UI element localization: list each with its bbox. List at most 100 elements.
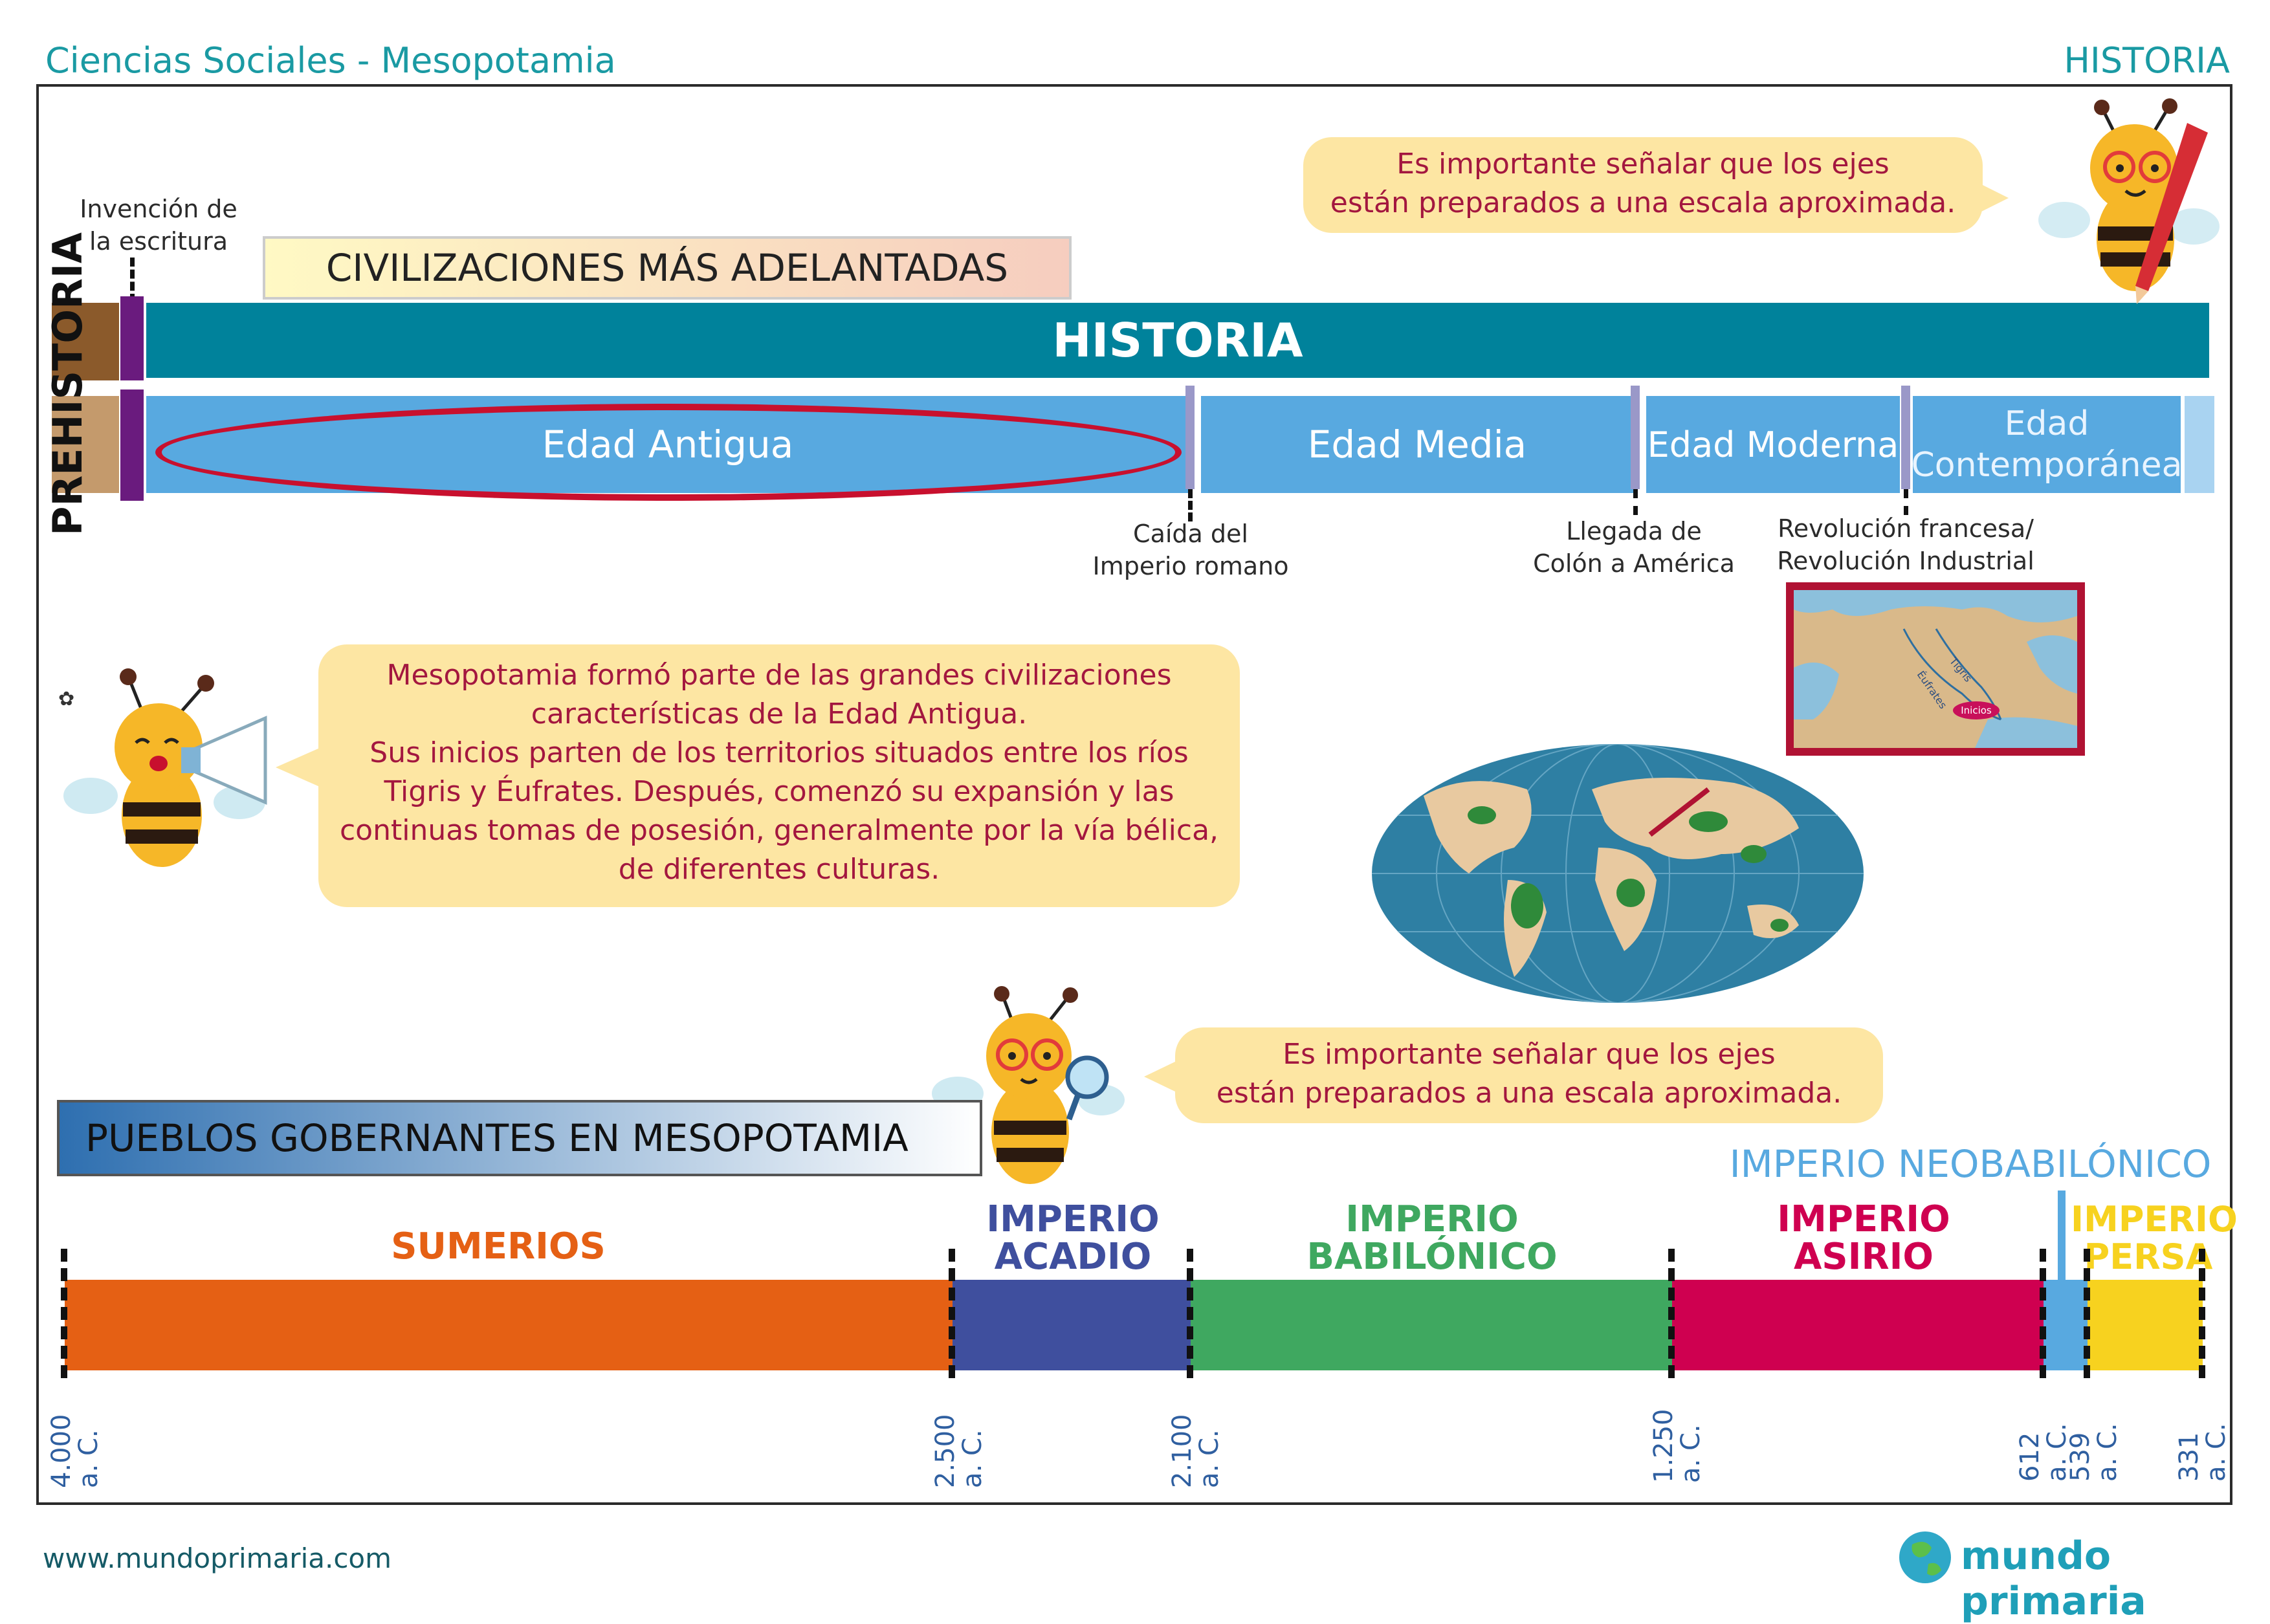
- bee-magnifier-icon: [932, 986, 1125, 1184]
- footer-website[interactable]: www.mundoprimaria.com: [43, 1542, 392, 1574]
- bottom-note-bubble: Es importante señalar que los ejes están…: [1144, 1027, 1883, 1123]
- event-llegada-colon: Llegada de Colón a América: [1501, 515, 1767, 580]
- date-331-value: 331: [2174, 1432, 2204, 1482]
- event-3-line2: Revolución Industrial: [1777, 547, 2034, 575]
- top-note-bubble: Es importante señalar que los ejes están…: [1303, 137, 2009, 233]
- tick-2500: [949, 1249, 955, 1378]
- peoples-section-title: PUEBLOS GOBERNANTES EN MESOPOTAMIA: [57, 1100, 982, 1176]
- info-line-6: de diferentes culturas.: [618, 853, 940, 886]
- bee-pencil-icon: [2038, 98, 2220, 304]
- mesopotamia-info-bubble: Mesopotamia formó parte de las grandes c…: [276, 644, 1240, 907]
- invention-label: Invención de la escritura: [68, 193, 249, 258]
- event-marker-1: [1188, 489, 1193, 521]
- date-2500-value: 2.500: [931, 1414, 960, 1488]
- info-line-1: Mesopotamia formó parte de las grandes c…: [386, 659, 1172, 692]
- tick-539: [2084, 1249, 2090, 1378]
- info-line-3: Sus inicios parten de los territorios si…: [369, 736, 1189, 769]
- info-line-5: continuas tomas de posesión, generalment…: [339, 814, 1219, 847]
- date-4000-suffix: a. C.: [74, 1429, 104, 1488]
- event-2-line1: Llegada de: [1566, 517, 1702, 545]
- inset-map-graphic: Tigris Éufrates Inicios: [1794, 590, 2077, 748]
- historia-bar: HISTORIA: [146, 303, 2209, 378]
- bottom-note-line2: están preparados a una escala aproximada…: [1216, 1077, 1842, 1110]
- bottom-note-tail: [1144, 1061, 1176, 1092]
- era-contemporanea-line1: Edad: [2004, 404, 2089, 443]
- footer-brand: mundo primaria: [1961, 1533, 2146, 1624]
- band-persa: [2088, 1280, 2203, 1370]
- prehistoria-label: PREHISTORIA: [44, 232, 91, 536]
- group-title-persa: IMPERIO PERSA: [2071, 1199, 2238, 1277]
- era-future-segment: [2185, 396, 2214, 493]
- bottom-note-line1: Es importante señalar que los ejes: [1283, 1038, 1776, 1071]
- band-acadio: [953, 1280, 1191, 1370]
- group-title-sumerios: SUMERIOS: [65, 1228, 932, 1266]
- group-2-line2: BABILÓNICO: [1306, 1236, 1558, 1278]
- band-neobabilonico: [2044, 1280, 2088, 1370]
- group-3-line1: IMPERIO: [1777, 1198, 1950, 1240]
- event-caida-imperio: Caída del Imperio romano: [1061, 518, 1320, 582]
- advanced-civilizations-banner: CIVILIZACIONES MÁS ADELANTADAS: [263, 236, 1072, 300]
- invention-marker: [130, 258, 135, 303]
- invention-label-line1: Invención de: [80, 195, 237, 223]
- date-1250-suffix: a. C.: [1676, 1424, 1706, 1483]
- group-title-asirio: IMPERIO ASIRIO: [1676, 1201, 2051, 1276]
- era-edad-contemporanea: Edad Contemporánea: [1911, 396, 2183, 493]
- event-2-line2: Colón a América: [1533, 549, 1735, 578]
- date-2100-value: 2.100: [1167, 1414, 1197, 1488]
- date-331-suffix: a. C.: [2201, 1423, 2231, 1482]
- group-title-babilonico: IMPERIO BABILÓNICO: [1195, 1201, 1669, 1276]
- event-revoluciones: Revolución francesa/ Revolución Industri…: [1747, 512, 2064, 577]
- separator-contemporanea: [1901, 386, 1910, 489]
- top-note-line1: Es importante señalar que los ejes: [1396, 148, 1890, 181]
- group-4-line1: IMPERIO: [2071, 1199, 2238, 1240]
- tick-2100: [1187, 1249, 1193, 1378]
- separator-media: [1185, 386, 1195, 489]
- era-contemporanea-line2: Contemporánea: [1911, 446, 2183, 485]
- group-0-line1: SUMERIOS: [391, 1225, 606, 1267]
- group-2-line1: IMPERIO: [1345, 1198, 1519, 1240]
- group-1-line1: IMPERIO: [986, 1198, 1160, 1240]
- inset-label-tigris: Tigris: [1946, 655, 1974, 685]
- band-asirio: [1672, 1280, 2044, 1370]
- svg-text:✿: ✿: [58, 688, 74, 710]
- top-note-line2: están preparados a una escala aproximada…: [1330, 186, 1956, 219]
- date-1250-value: 1.250: [1649, 1409, 1679, 1483]
- tick-1250: [1668, 1249, 1675, 1378]
- prehistoria-block-top: [52, 303, 119, 380]
- band-babilonico: [1191, 1280, 1672, 1370]
- tick-331: [2199, 1249, 2205, 1378]
- date-612-value: 612: [2015, 1432, 2045, 1482]
- group-4-line2: PERSA: [2084, 1236, 2213, 1277]
- group-3-line2: ASIRIO: [1793, 1236, 1934, 1278]
- date-2100-suffix: a. C.: [1195, 1429, 1224, 1488]
- inset-label-inicios: Inicios: [1961, 705, 1992, 716]
- date-539-suffix: a. C.: [2093, 1423, 2122, 1482]
- event-1-line2: Imperio romano: [1092, 552, 1289, 580]
- event-3-line1: Revolución francesa/: [1778, 514, 2034, 543]
- event-marker-2: [1633, 489, 1638, 515]
- content-frame: [36, 84, 2232, 1505]
- era-edad-moderna: Edad Moderna: [1646, 396, 1900, 493]
- inset-label-eufrates: Éufrates: [1915, 668, 1950, 711]
- prehistoria-purple-top: [120, 296, 144, 380]
- bee-megaphone-icon: ✿: [58, 668, 267, 867]
- info-line-4: Tigris y Éufrates. Después, comenzó su e…: [384, 775, 1174, 808]
- era-edad-media: Edad Media: [1201, 396, 1633, 493]
- group-title-acadio: IMPERIO ACADIO: [955, 1201, 1191, 1276]
- event-1-line1: Caída del: [1133, 520, 1248, 548]
- top-note-tail: [1978, 182, 2009, 214]
- date-539-value: 539: [2066, 1432, 2095, 1482]
- date-4000-value: 4.000: [47, 1414, 76, 1488]
- info-line-2: características de la Edad Antigua.: [531, 697, 1028, 730]
- event-marker-3: [1904, 489, 1908, 515]
- separator-moderna: [1631, 386, 1640, 489]
- header-left-title: Ciencias Sociales - Mesopotamia: [45, 40, 616, 81]
- neobabilonico-pointer: [2058, 1191, 2066, 1281]
